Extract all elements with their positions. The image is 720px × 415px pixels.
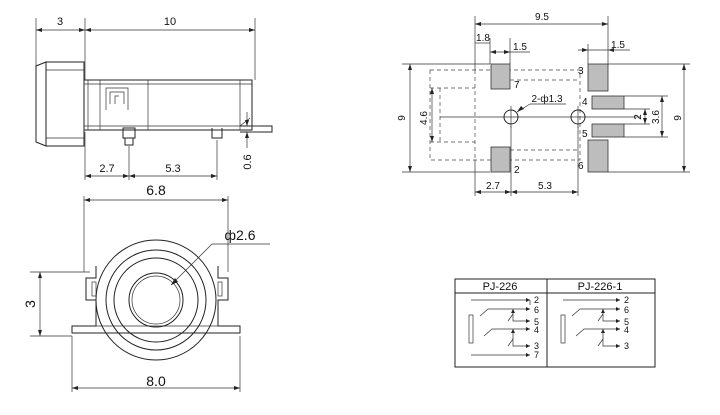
schematic-left-pin-5: 5 — [534, 317, 539, 327]
footprint-dim-holes: 2-ф1.3 — [531, 93, 562, 105]
front-dim-diameter-2-6: ф2.6 — [225, 227, 256, 243]
pad-4 — [591, 95, 625, 110]
pad-6 — [587, 139, 609, 173]
schematic-right-pin-2: 2 — [624, 295, 629, 305]
footprint-dim-2: 2 — [633, 114, 644, 120]
footprint-dim-4-6: 4.6 — [419, 111, 430, 125]
pin-label-5: 5 — [582, 129, 588, 140]
pin-label-6: 6 — [578, 161, 584, 172]
front-dim-8-0: 8.0 — [146, 373, 166, 389]
footprint-dim-9-left: 9 — [397, 115, 408, 121]
schematic-left-pin-2: 2 — [534, 295, 539, 305]
pin-label-4: 4 — [582, 97, 588, 108]
pin-label-3: 3 — [578, 66, 584, 77]
side-dim-3: 3 — [57, 16, 63, 28]
footprint-dim-5-3: 5.3 — [538, 181, 552, 192]
footprint-dim-9-5: 9.5 — [535, 12, 549, 23]
schematic-right-pin-3: 3 — [624, 341, 629, 351]
schematic-pj-226-1: 2 6 5 4 3 — [560, 295, 629, 351]
pad-2 — [490, 146, 511, 173]
footprint-dim-1-8: 1.8 — [476, 33, 490, 44]
side-dim-5-3: 5.3 — [165, 163, 180, 175]
schematic-left-pin-3: 3 — [534, 341, 539, 351]
footprint-dim-2-7: 2.7 — [486, 181, 500, 192]
footprint-dim-3-6: 3.6 — [651, 110, 662, 124]
side-dim-0-6: 0.6 — [242, 154, 254, 169]
footprint-dim-9-right: 9 — [673, 115, 684, 121]
footprint-dim-1-5-right: 1.5 — [611, 40, 625, 51]
side-dim-10: 10 — [164, 16, 176, 28]
side-view: 3 10 2.7 5.3 — [35, 16, 273, 180]
pad-5 — [591, 123, 625, 138]
schematic-left-pin-6: 6 — [534, 305, 539, 315]
schematic-right-pin-6: 6 — [624, 305, 629, 315]
footprint-dim-1-5-left: 1.5 — [513, 42, 527, 53]
side-dim-2-7: 2.7 — [99, 163, 114, 175]
pad-7 — [490, 63, 511, 90]
schematic-table: PJ-226 PJ-226-1 2 6 5 4 3 — [454, 278, 656, 368]
schematic-right-pin-4: 4 — [624, 325, 629, 335]
schematic-right-pin-5: 5 — [624, 317, 629, 327]
schematic-left-pin-7: 7 — [534, 350, 539, 360]
front-view: 6.8 ф2.6 3 8.0 — [22, 182, 270, 392]
pad-3 — [587, 63, 609, 92]
schematic-title-pj-226: PJ-226 — [483, 281, 518, 293]
pcb-footprint: 9.5 1.8 1.5 1.5 2- — [397, 12, 690, 196]
schematic-left-pin-4: 4 — [534, 325, 539, 335]
schematic-pj-226: 2 6 5 4 3 7 — [468, 295, 539, 360]
front-dim-6-8: 6.8 — [146, 182, 166, 198]
schematic-title-pj-226-1: PJ-226-1 — [578, 281, 623, 293]
pin-label-2: 2 — [514, 165, 520, 176]
pin-label-7: 7 — [514, 80, 520, 91]
front-dim-3: 3 — [22, 300, 38, 308]
